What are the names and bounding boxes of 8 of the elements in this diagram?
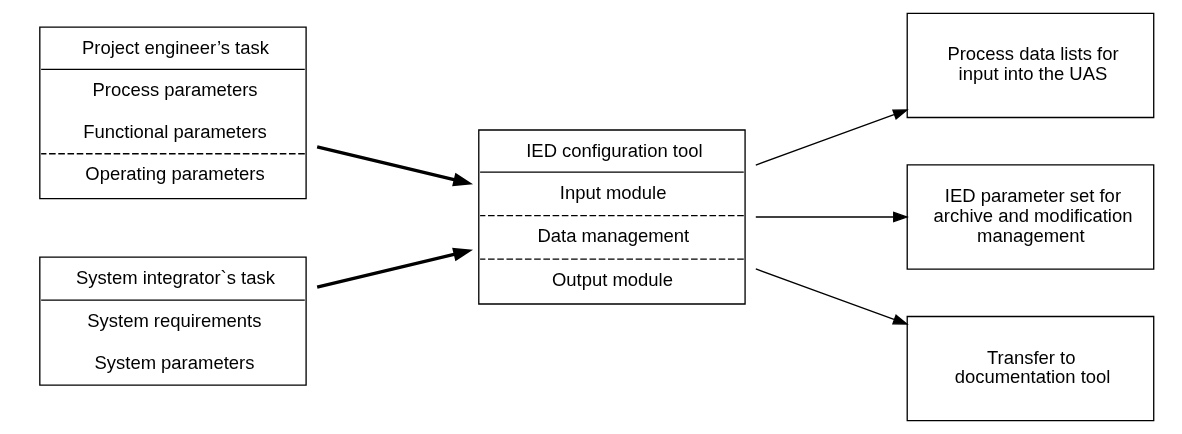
arrow [754, 109, 909, 166]
arrow [754, 268, 909, 325]
arrow [316, 247, 473, 289]
node-box: Transfer to documentation tool [906, 315, 1154, 422]
node-box: IED parameter set for archive and modification management [906, 164, 1154, 270]
arrow [754, 211, 909, 223]
node-box: Process data lists for input into the UAS [906, 12, 1154, 119]
arrow [316, 145, 473, 187]
